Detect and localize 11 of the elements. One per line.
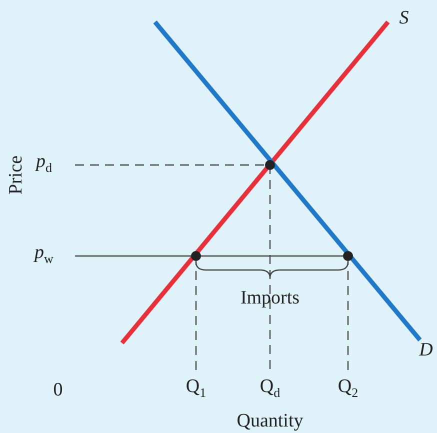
origin-label: 0 <box>53 380 63 400</box>
axis-label: Quantity <box>236 412 304 430</box>
quantity-label: Q$_{1}$ <box>186 377 206 399</box>
axis-label: Price <box>6 155 26 195</box>
curve-label: S <box>399 8 409 28</box>
imports-label: Imports <box>240 288 300 308</box>
price-label: p$_{d}$ <box>36 152 52 174</box>
price-label: p$_{w}$ <box>34 243 54 265</box>
quantity-label: Q$_{2}$ <box>338 377 358 399</box>
curve-label: D <box>419 340 433 360</box>
quantity-label: Q$_{d}$ <box>260 377 280 399</box>
